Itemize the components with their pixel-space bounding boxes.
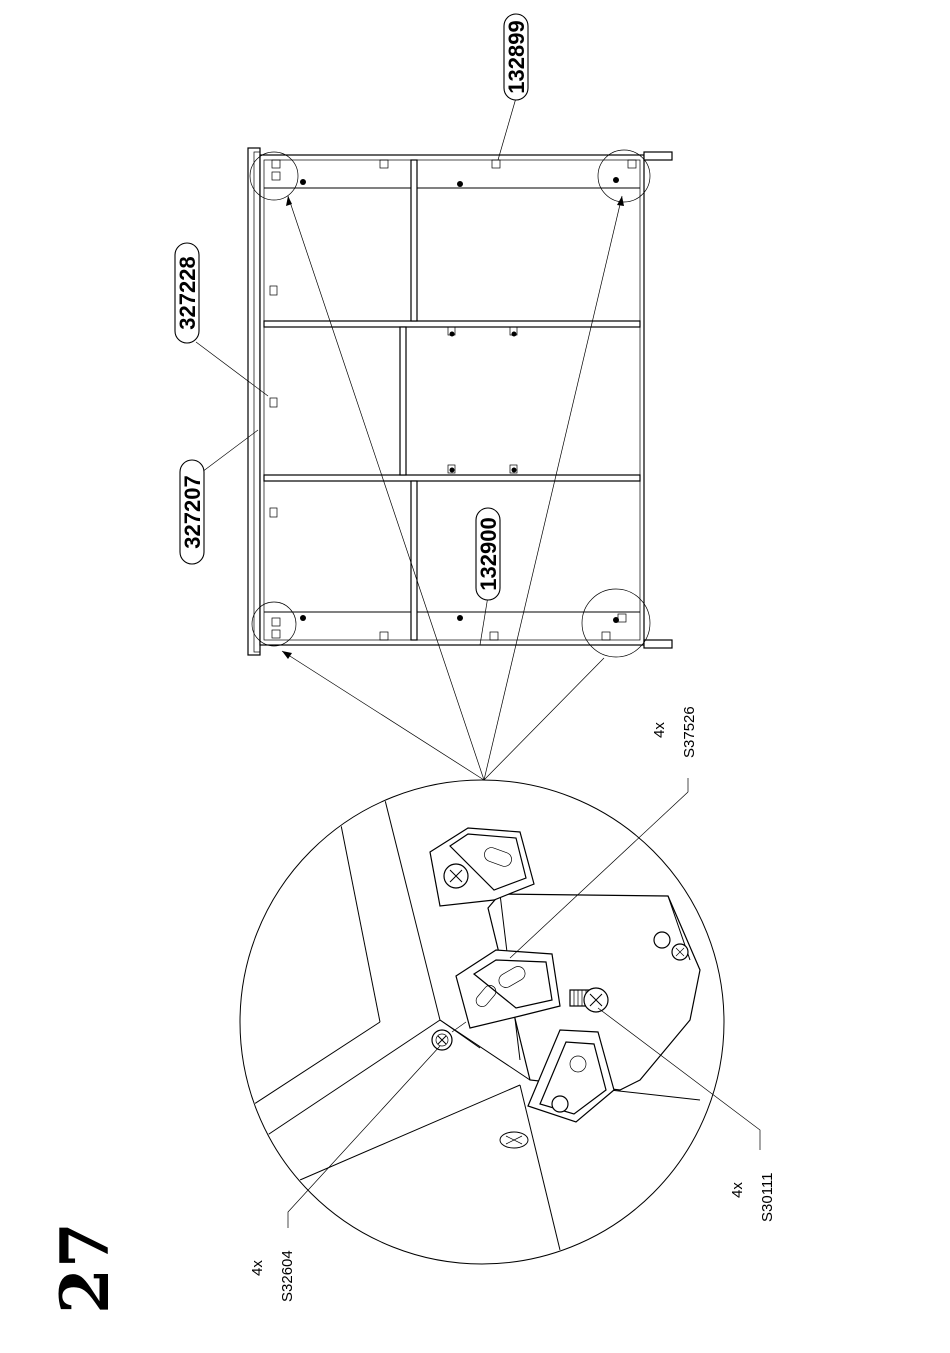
detail-magnifier (240, 780, 724, 1264)
divider-vertical-middle (400, 327, 406, 475)
callout-code: S32604 (279, 1250, 296, 1302)
divider-lower (264, 475, 640, 481)
label-327207: 327207 (180, 430, 258, 564)
callout-qty: 4x (729, 1182, 746, 1198)
cabinet-view (248, 148, 672, 657)
divider-upper (264, 321, 640, 327)
divider-vertical-top (411, 160, 417, 321)
foot-bottom (644, 640, 672, 648)
callout-qty: 4x (249, 1260, 266, 1276)
foot-top (644, 152, 672, 160)
svg-text:132900: 132900 (476, 517, 501, 590)
callout-code: S37526 (681, 706, 698, 758)
callout-code: S30111 (759, 1173, 776, 1223)
svg-text:327207: 327207 (180, 475, 205, 548)
svg-text:132899: 132899 (504, 20, 529, 93)
callout-qty: 4x (651, 722, 668, 738)
cabinet-outline (260, 155, 644, 645)
step-number: 27 (46, 1222, 124, 1314)
arrow-head (282, 651, 292, 659)
callout-s32604: 4x S32604 (249, 1046, 440, 1302)
svg-text:327228: 327228 (175, 256, 200, 329)
label-132899: 132899 (498, 14, 529, 160)
divider-vertical-bottom (411, 481, 417, 640)
